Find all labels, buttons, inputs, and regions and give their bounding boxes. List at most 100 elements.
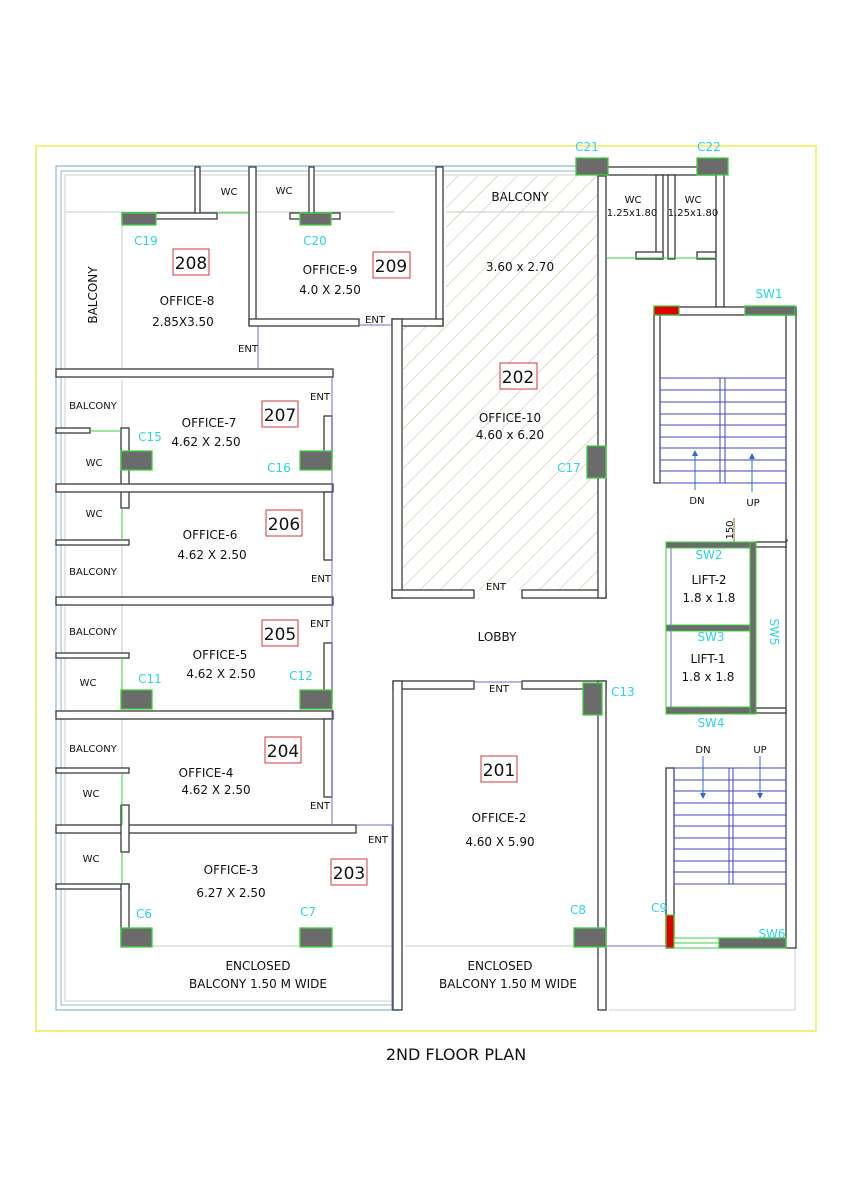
- ent-office-2: ENT: [489, 684, 510, 695]
- room-name-office-7: OFFICE-7: [182, 416, 237, 430]
- building-outline: [55, 165, 796, 1011]
- room-name-office-2: OFFICE-2: [472, 811, 527, 825]
- column-c13: [582, 682, 603, 716]
- room-name-office-3: OFFICE-3: [204, 863, 259, 877]
- wc-office-4-label: WC: [83, 789, 100, 800]
- up-arrow-icon: [757, 793, 763, 799]
- stair-upper-up: UP: [746, 498, 759, 509]
- label-sw4: SW4: [697, 716, 724, 730]
- room-size-office-9: 4.0 X 2.50: [299, 283, 361, 297]
- room-size-office-8: 2.85X3.50: [152, 315, 214, 329]
- label-c12: C12: [289, 669, 313, 683]
- stair-lower: [673, 756, 787, 949]
- sheet-border: [35, 145, 817, 1032]
- ent-office-6: ENT: [311, 574, 332, 585]
- column-c21: [575, 157, 609, 176]
- wc-top-right-1-label: WC: [625, 195, 642, 206]
- room-size-office-4: 4.62 X 2.50: [181, 783, 250, 797]
- lift-1-size: 1.8 x 1.8: [682, 670, 735, 684]
- room-size-office-7: 4.62 X 2.50: [171, 435, 240, 449]
- ent-office-10: ENT: [486, 582, 507, 593]
- lift-2-name: LIFT-2: [691, 573, 726, 587]
- balcony-office-4-label: BALCONY: [69, 744, 118, 755]
- label-c7: C7: [300, 905, 316, 919]
- label-c17: C17: [557, 461, 581, 475]
- column-c7: [299, 927, 333, 948]
- room-name-office-8: OFFICE-8: [160, 294, 215, 308]
- label-c20: C20: [303, 234, 327, 248]
- label-sw6: SW6: [758, 927, 785, 941]
- label-c6: C6: [136, 907, 152, 921]
- label-c9: C9: [651, 901, 667, 915]
- room-number-209: 209: [375, 257, 407, 277]
- room-number-202: 202: [502, 368, 534, 388]
- column-c15: [120, 450, 153, 471]
- wc-top-right-2-size: 1.25x1.80: [668, 208, 718, 219]
- column-c16: [299, 450, 333, 471]
- label-c16: C16: [267, 461, 291, 475]
- room-number-207: 207: [264, 406, 296, 426]
- dn-arrow-icon: [700, 793, 706, 799]
- label-c13: C13: [611, 685, 635, 699]
- room-size-office-5: 4.62 X 2.50: [186, 667, 255, 681]
- column-c22: [696, 157, 729, 176]
- balcony-office-5-label: BALCONY: [69, 627, 118, 638]
- wc-office-9-label: WC: [276, 186, 293, 197]
- column-c9: [665, 914, 675, 949]
- balcony-top-size: 3.60 x 2.70: [486, 260, 554, 274]
- room-number-204: 204: [267, 742, 299, 762]
- column-red: [653, 305, 680, 316]
- ent-office-8: ENT: [238, 344, 259, 355]
- room-size-office-10: 4.60 x 6.20: [476, 428, 544, 442]
- label-c8: C8: [570, 903, 586, 917]
- label-c22: C22: [697, 140, 721, 154]
- enclosed-balcony-right-line2: BALCONY 1.50 M WIDE: [439, 977, 577, 991]
- label-sw1: SW1: [755, 287, 782, 301]
- stair-upper: [659, 377, 787, 545]
- room-name-office-6: OFFICE-6: [183, 528, 238, 542]
- stair-upper-dn: DN: [689, 496, 704, 507]
- label-sw5: SW5: [767, 618, 781, 645]
- room-name-office-9: OFFICE-9: [303, 263, 358, 277]
- ent-office-9: ENT: [365, 315, 386, 326]
- room-size-office-6: 4.62 X 2.50: [177, 548, 246, 562]
- enclosed-balcony-right-line1: ENCLOSED: [467, 959, 532, 973]
- room-size-office-2: 4.60 X 5.90: [465, 835, 534, 849]
- label-c21: C21: [575, 140, 599, 154]
- wc-office-7-label: WC: [86, 458, 103, 469]
- column-c17: [586, 445, 607, 479]
- stair-lower-dn: DN: [695, 745, 710, 756]
- room-number-201: 201: [483, 761, 515, 781]
- label-c19: C19: [134, 234, 158, 248]
- column-c12: [299, 689, 333, 710]
- columns: [120, 157, 796, 949]
- room-number-boxes: [172, 248, 538, 886]
- lift-core: [665, 541, 757, 715]
- label-c15: C15: [138, 430, 162, 444]
- room-name-office-10: OFFICE-10: [479, 411, 541, 425]
- wc-top-right-1-size: 1.25x1.80: [607, 208, 657, 219]
- room-number-206: 206: [268, 515, 300, 535]
- lift-1-name: LIFT-1: [690, 652, 725, 666]
- room-number-208: 208: [175, 254, 207, 274]
- shear-wall-sw6: [718, 937, 787, 949]
- wc-office-8-label: WC: [221, 187, 238, 198]
- plan-title: 2ND FLOOR PLAN: [386, 1045, 526, 1064]
- label-c11: C11: [138, 672, 162, 686]
- label-sw3: SW3: [697, 630, 724, 644]
- room-size-office-3: 6.27 X 2.50: [196, 886, 265, 900]
- room-number-203: 203: [333, 864, 365, 884]
- enclosed-balcony-left-line1: ENCLOSED: [225, 959, 290, 973]
- stair-lower-up: UP: [753, 745, 766, 756]
- balcony-office-7-label: BALCONY: [69, 401, 118, 412]
- balcony-office-6-label: BALCONY: [69, 567, 118, 578]
- walls: [55, 166, 797, 1011]
- office-10-area: [403, 176, 598, 590]
- dimension-150: 150: [725, 520, 736, 539]
- ent-office-5: ENT: [310, 619, 331, 630]
- wc-office-6-label: WC: [86, 509, 103, 520]
- wc-office-3-label: WC: [83, 854, 100, 865]
- wc-top-right-2-label: WC: [685, 195, 702, 206]
- column-c11: [120, 689, 153, 710]
